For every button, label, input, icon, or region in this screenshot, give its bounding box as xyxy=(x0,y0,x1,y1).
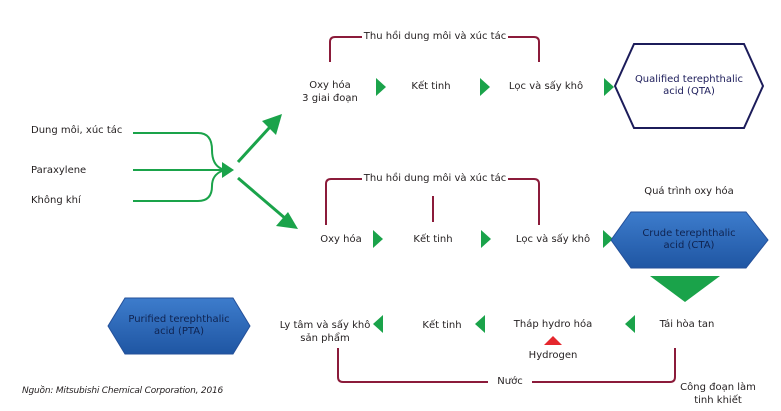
cta-recovery-label: Thu hồi dung môi và xúc tác xyxy=(363,173,507,184)
cta-step-arrows xyxy=(373,230,613,248)
cta-product-hexagon xyxy=(610,211,769,269)
cta-down-triangle xyxy=(650,276,720,302)
pta-step-centrifuge-dry: Ly tâm và sấy khô sản phẩm xyxy=(279,320,371,344)
qta-step-arrows xyxy=(376,78,614,96)
purification-stage-label: Công đoạn làm tinh khiết xyxy=(680,382,756,406)
cta-step-filter-dry: Lọc và sấy khô xyxy=(515,234,591,245)
input-label-air: Không khí xyxy=(31,195,81,206)
cta-step-crystallization: Kết tinh xyxy=(413,234,453,245)
pta-step-redissolve: Tái hòa tan xyxy=(659,319,715,330)
split-arrows xyxy=(236,114,298,229)
qta-product-hexagon xyxy=(613,43,765,129)
hydrogen-label: Hydrogen xyxy=(528,350,578,361)
qta-recovery-label: Thu hồi dung môi và xúc tác xyxy=(363,31,507,42)
qta-recycle-loop xyxy=(329,36,540,62)
input-label-paraxylene: Paraxylene xyxy=(31,165,87,176)
pta-step-arrows xyxy=(373,315,635,333)
qta-step-filter-dry: Lọc và sấy khô xyxy=(508,81,584,92)
merge-arrowhead xyxy=(222,162,234,178)
cta-step-oxidation: Oxy hóa xyxy=(320,234,362,245)
pta-step-hydrogenation: Tháp hydro hóa xyxy=(513,319,593,330)
water-label: Nước xyxy=(497,376,523,387)
qta-step-oxidation: Oxy hóa 3 giai đoạn xyxy=(302,80,358,104)
pta-step-crystallization: Kết tinh xyxy=(422,320,462,331)
input-label-solvent-catalyst: Dung môi, xúc tác xyxy=(31,125,123,136)
pta-product-hexagon xyxy=(107,297,251,355)
oxidation-stage-label: Quá trình oxy hóa xyxy=(644,186,734,197)
qta-product-label: Qualified terephthalic acid (QTA) xyxy=(634,74,744,97)
cta-product-label: Crude terephthalic acid (CTA) xyxy=(642,228,736,251)
qta-step-crystallization: Kết tinh xyxy=(411,81,451,92)
source-caption: Nguồn: Mitsubishi Chemical Corporation, … xyxy=(22,386,224,396)
water-loop xyxy=(337,348,676,383)
hydrogen-input-icon xyxy=(544,336,562,345)
pta-product-label: Purified terephthalic acid (PTA) xyxy=(128,314,230,337)
input-feed-lines xyxy=(133,132,223,202)
cta-recycle-loop xyxy=(325,178,540,225)
